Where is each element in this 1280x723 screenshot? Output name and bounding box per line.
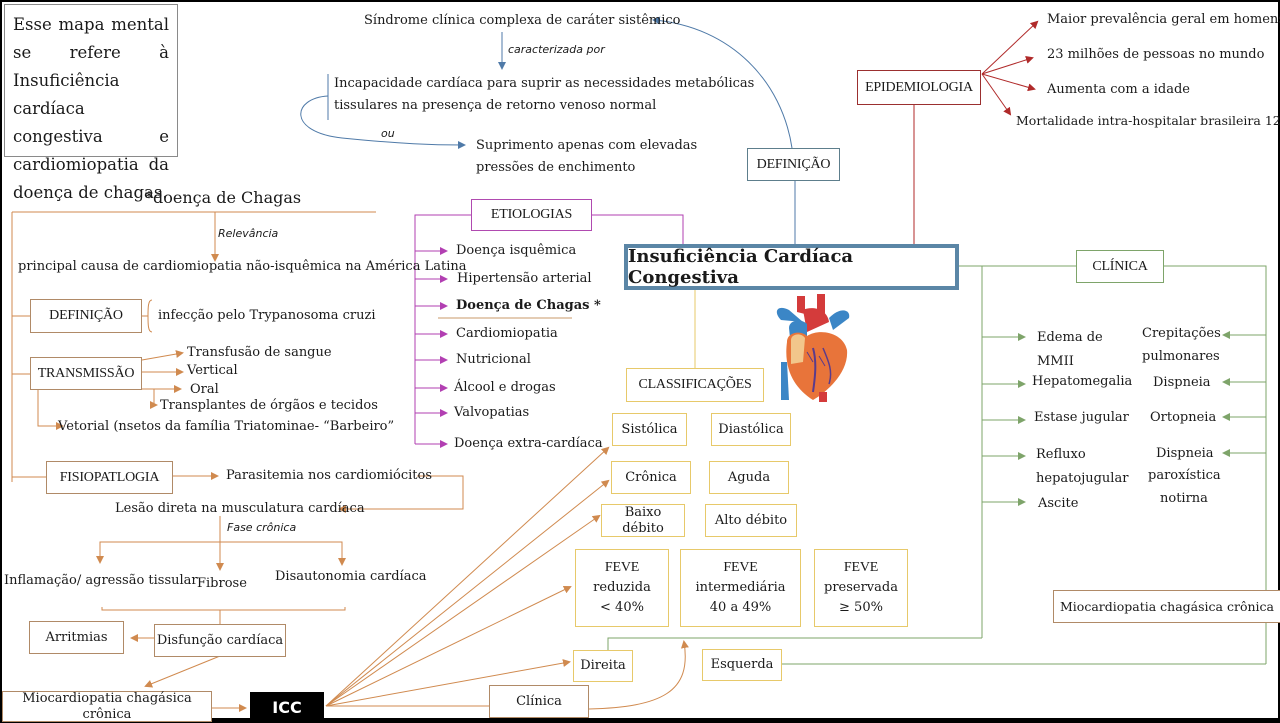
etiology-item: Hipertensão arterial <box>457 271 592 286</box>
class-acute: Aguda <box>709 461 789 494</box>
definition-node[interactable]: DEFINIÇÃO <box>747 148 840 181</box>
clinic-left-item: MMII <box>1037 354 1074 369</box>
class-high-output: Alto débito <box>705 504 797 537</box>
epidemiology-item: Maior prevalência geral em homens <box>1047 12 1280 27</box>
epidemiology-item: Mortalidade intra-hospitalar brasileira … <box>1016 113 1280 128</box>
link-relevance: Relevância <box>218 227 279 240</box>
clinic-node[interactable]: CLÍNICA <box>1076 250 1164 283</box>
link-or: ou <box>381 127 395 140</box>
feve-title: FEVE <box>723 560 758 575</box>
transmission-item: Vertical <box>187 363 238 378</box>
feve-range: ≥ 50% <box>839 600 883 615</box>
classifications-node[interactable]: CLASSIFICAÇÕES <box>626 368 764 402</box>
feve-title: FEVE <box>604 560 640 575</box>
direct-lesion-text: Lesão direta na musculatura cardíaca <box>115 501 365 516</box>
class-diastolic: Diastólica <box>711 413 791 446</box>
definition-incapacity-line1: Incapacidade cardíaca para suprir as nec… <box>334 76 755 91</box>
link-characterized-by: caracterizada por <box>508 43 605 56</box>
definition-connectors <box>300 16 796 244</box>
clinic-left-item: Estase jugular <box>1034 410 1129 425</box>
clinic-right-item: Crepitações <box>1142 326 1221 341</box>
feve-intermediate: FEVE intermediária 40 a 49% <box>680 549 801 627</box>
transmission-node[interactable]: TRANSMISSÃO <box>30 357 142 390</box>
intro-note: Esse mapa mental se refere à Insuficiênc… <box>4 4 178 202</box>
heart-icon <box>776 294 850 402</box>
etiology-item: Valvopatias <box>454 405 530 420</box>
etiology-item: Doença isquêmica <box>456 243 577 258</box>
etiology-item: Cardiomiopatia <box>456 326 558 341</box>
etiologies-node[interactable]: ETIOLOGIAS <box>471 199 592 231</box>
chagas-title: *doença de Chagas <box>145 188 302 207</box>
icc-node[interactable]: ICC <box>250 692 324 722</box>
clinic-right-item: Dispneia <box>1156 446 1214 461</box>
pathophysiology-node[interactable]: FISIOPATLOGIA <box>46 461 173 494</box>
definition-supply-line2: pressões de enchimento <box>476 160 636 175</box>
chagas-relevance: principal causa de cardiomiopatia não-is… <box>18 259 467 274</box>
arrhythmias-box: Arritmias <box>29 621 124 654</box>
definition-incapacity-line2: tissulares na presença de retorno venoso… <box>334 98 657 113</box>
clinic-right-item: Dispneia <box>1153 375 1211 390</box>
clinical-classification: Clínica <box>489 685 589 718</box>
chagas-connectors <box>11 211 689 712</box>
clinic-footer-box: Miocardiopatia chagásica crônica <box>1053 590 1280 623</box>
clinic-right-item: notirna <box>1160 491 1208 506</box>
outcome-fibrosis: Fibrose <box>197 576 247 591</box>
clinic-right-item: pulmonares <box>1142 349 1220 364</box>
chronic-chagasic-cardiomyopathy-box: Miocardiopatia chagásica crônica <box>2 691 212 722</box>
transmission-item: Transplantes de órgãos e tecidos <box>160 398 378 413</box>
link-chronic-phase: Fase crônica <box>227 521 297 534</box>
class-chronic: Crônica <box>611 461 691 494</box>
chagas-definition-node[interactable]: DEFINIÇÃO <box>30 299 142 333</box>
feve-range: < 40% <box>600 600 644 615</box>
class-low-output: Baixo débito <box>601 504 685 537</box>
transmission-item: Transfusão de sangue <box>187 345 332 360</box>
definition-supply-line1: Suprimento apenas com elevadas <box>476 138 698 153</box>
epidemiology-connectors <box>913 20 1039 244</box>
clinic-right-item: Ortopneia <box>1150 410 1217 425</box>
feve-preserved: FEVE preservada ≥ 50% <box>814 549 908 627</box>
transmission-item: Vetorial (nsetos da família Triatominae-… <box>58 419 395 434</box>
side-right: Direita <box>573 650 633 682</box>
feve-type: preservada <box>824 580 898 595</box>
cardiac-dysfunction-box: Disfunção cardíaca <box>154 624 286 657</box>
side-left: Esquerda <box>702 649 782 681</box>
epidemiology-item: Aumenta com a idade <box>1047 82 1190 97</box>
clinic-left-item: Hepatomegalia <box>1032 374 1133 389</box>
feve-title: FEVE <box>843 560 879 575</box>
feve-type: reduzida <box>593 580 651 595</box>
feve-range: 40 a 49% <box>709 600 772 615</box>
clinic-left-item: Refluxo <box>1036 447 1086 462</box>
epidemiology-node[interactable]: EPIDEMIOLOGIA <box>857 70 981 105</box>
epidemiology-item: 23 milhões de pessoas no mundo <box>1047 47 1265 62</box>
class-systolic: Sistólica <box>612 413 687 446</box>
feve-reduced: FEVE reduzida < 40% <box>575 549 669 627</box>
etiology-item: Nutricional <box>456 352 531 367</box>
etiology-item: Álcool e drogas <box>454 380 556 395</box>
definition-syndrome: Síndrome clínica complexa de caráter sis… <box>364 13 681 28</box>
chagas-definition-text: infecção pelo Trypanosoma cruzi <box>158 308 376 323</box>
transmission-item: Oral <box>190 382 219 397</box>
feve-type: intermediária <box>695 580 786 595</box>
parasitemia-text: Parasitemia nos cardiomiócitos <box>226 468 433 483</box>
clinic-left-item: Edema de <box>1037 330 1103 345</box>
central-topic[interactable]: Insuficiência Cardíaca Congestiva <box>624 244 959 290</box>
clinic-left-item: Ascite <box>1038 496 1079 511</box>
clinic-right-item: paroxística <box>1148 468 1221 483</box>
etiology-connectors <box>414 214 684 448</box>
outcome-dysautonomia: Disautonomia cardíaca <box>275 569 427 584</box>
outcome-inflammation: Inflamação/ agressão tissular <box>4 573 198 588</box>
clinic-left-item: hepatojugular <box>1036 471 1129 486</box>
clinic-connectors <box>607 265 1267 665</box>
etiology-item: Doença extra-cardíaca <box>454 436 603 451</box>
etiology-item-chagas: Doença de Chagas * <box>456 298 601 313</box>
